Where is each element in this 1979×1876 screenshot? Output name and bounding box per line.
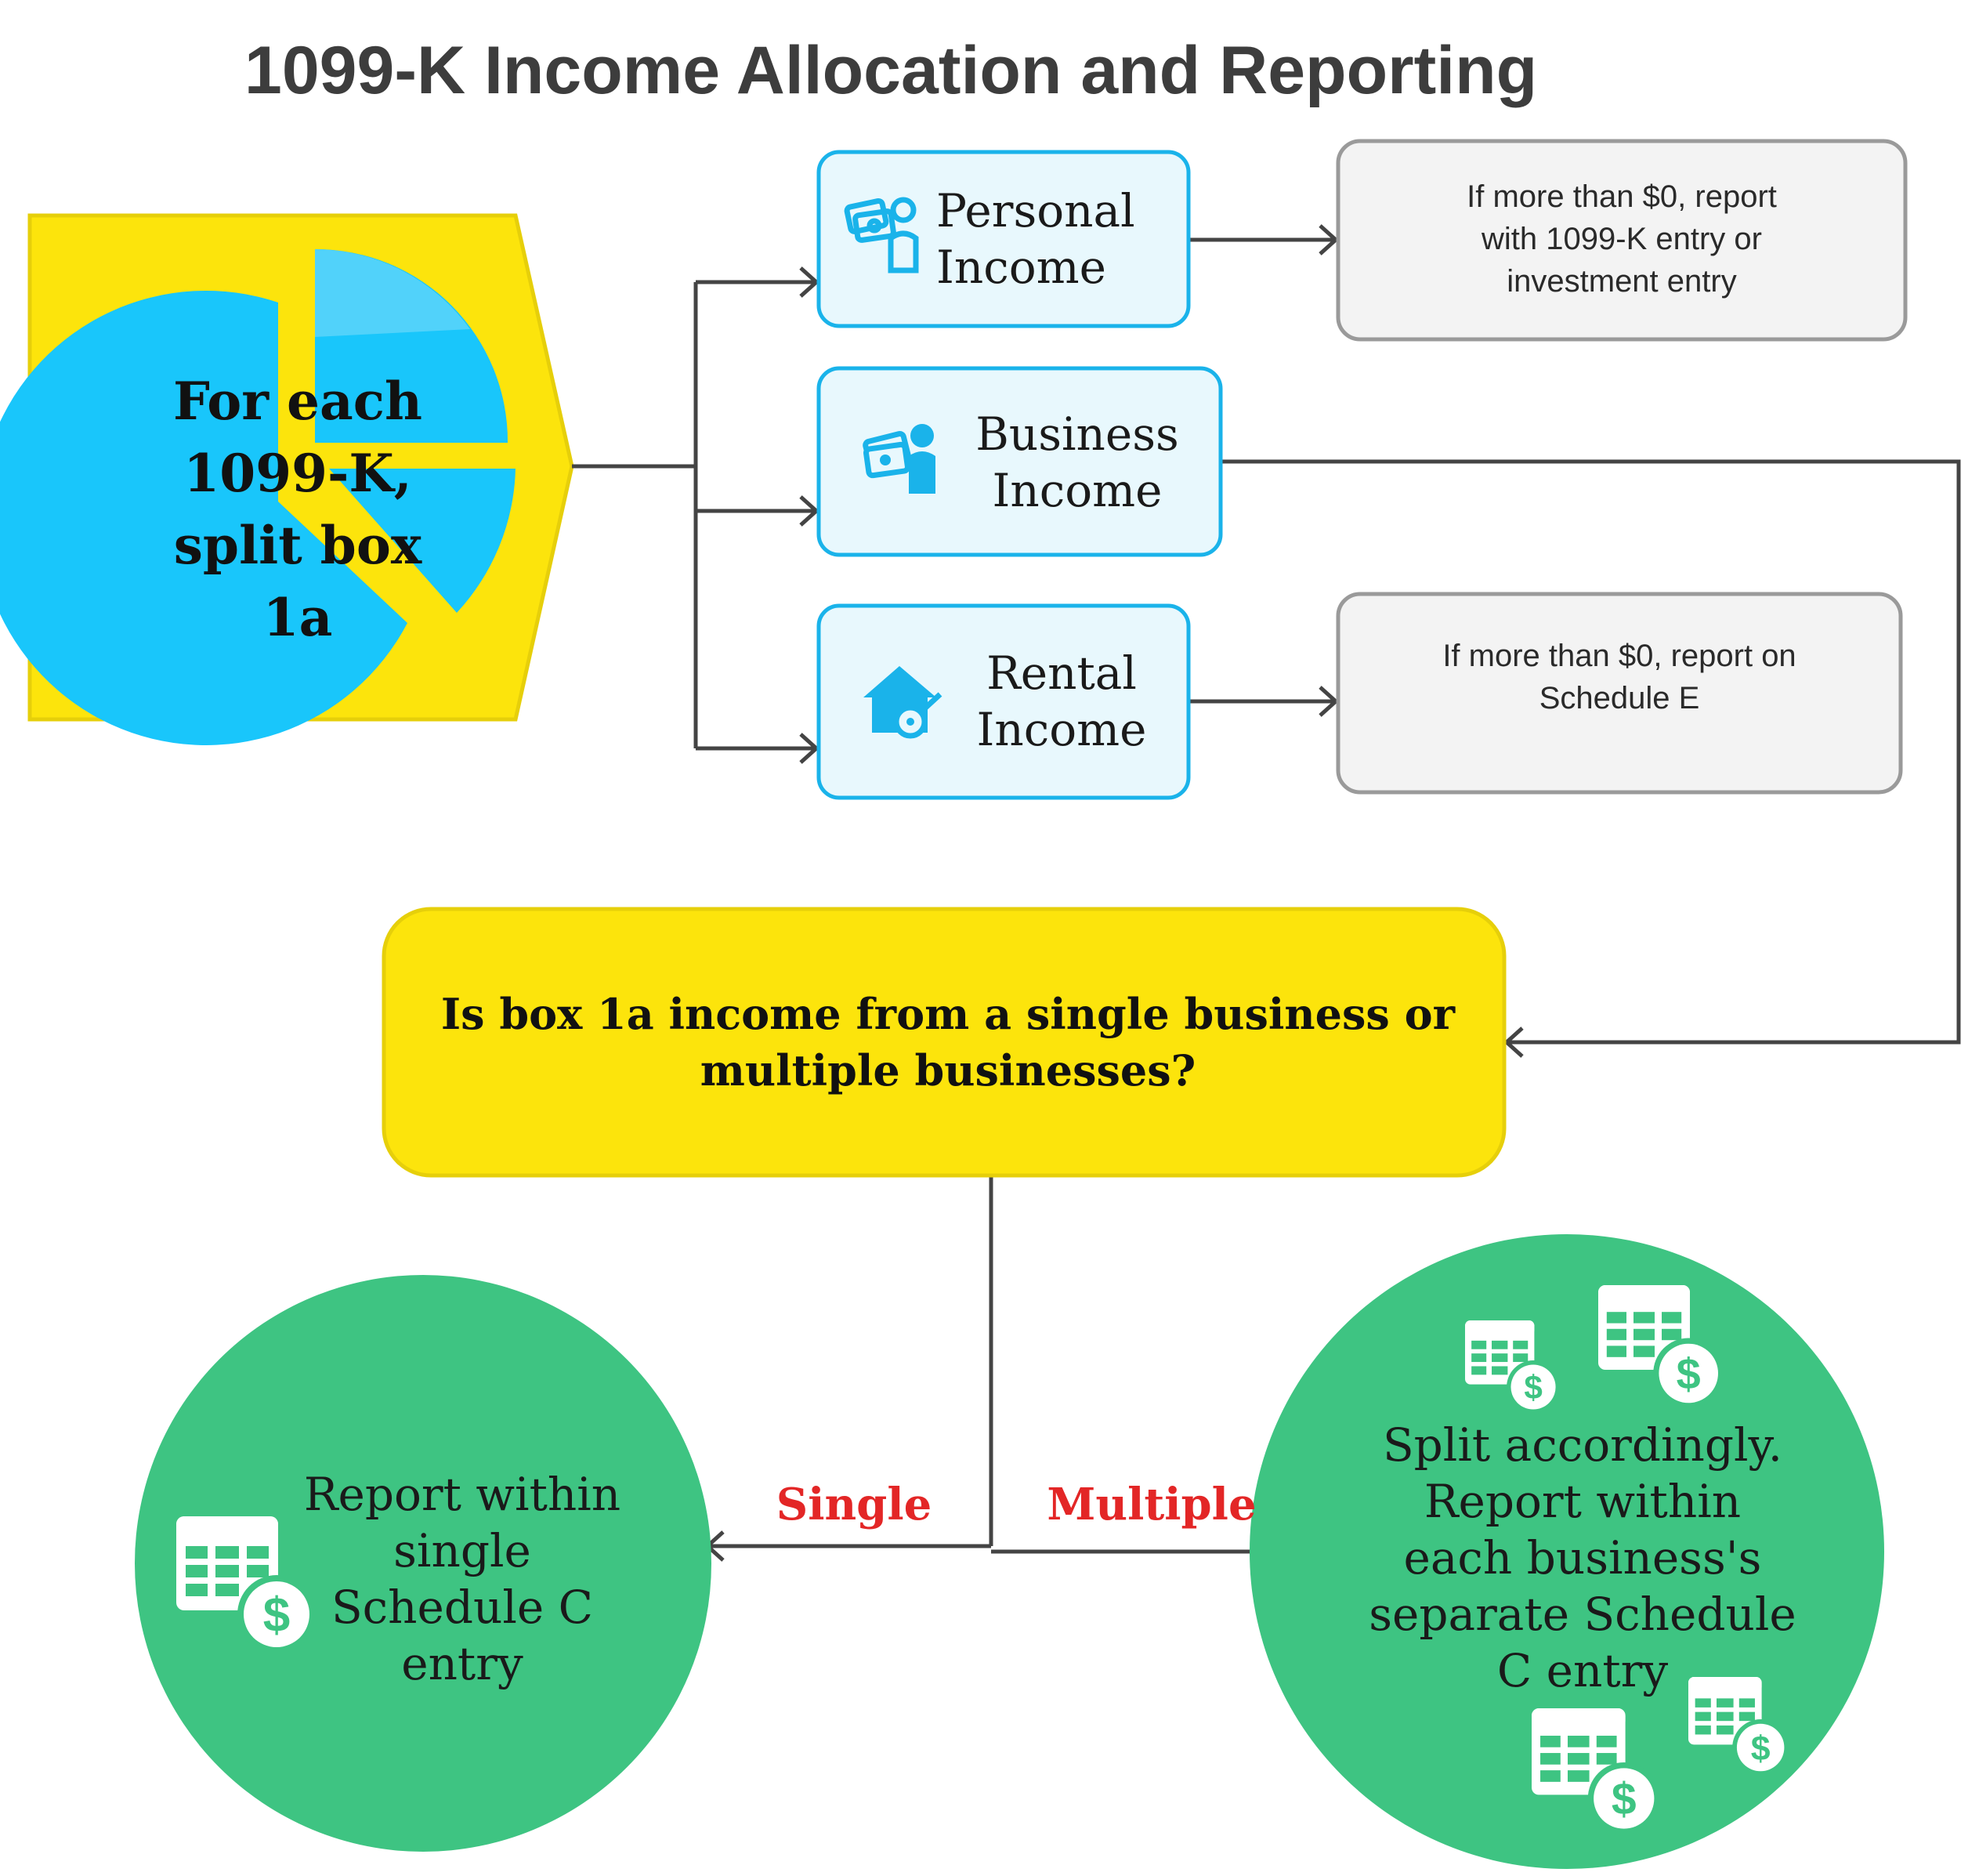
personal-note-line: investment entry: [1507, 264, 1737, 299]
question-label: Is box 1a income from a single business …: [392, 964, 1504, 1121]
single-result-label: Report within single Schedule C entry: [282, 1458, 642, 1700]
single-result-line: single: [393, 1524, 531, 1577]
single-result-circle: [135, 1275, 711, 1852]
rental-note-line: Schedule E: [1539, 681, 1700, 715]
multiple-branch-label: Multiple: [1047, 1479, 1257, 1530]
business-money-icon: [863, 424, 935, 494]
start-connectors: [572, 224, 1961, 1567]
rental-line: Rental: [986, 646, 1137, 700]
start-line: 1099-K,: [183, 443, 412, 504]
personal-line: Income: [936, 241, 1106, 294]
rental-note: If more than $0, report on Schedule E: [1340, 627, 1899, 752]
single-result-line: Report within: [303, 1468, 621, 1521]
multiple-result-line: separate Schedule: [1369, 1587, 1796, 1641]
pie-chart-icon: [0, 248, 516, 745]
business-line: Business: [975, 407, 1179, 461]
personal-note-line: If more than $0, report: [1467, 179, 1777, 214]
multiple-result-label: Split accordingly. Report within each bu…: [1332, 1407, 1833, 1708]
page-title: 1099-K Income Allocation and Reporting: [244, 32, 1538, 108]
question-box: [382, 907, 1507, 1178]
personal-income-card: [816, 150, 1191, 328]
personal-note-line: with 1099-K entry or: [1482, 222, 1762, 256]
multiple-result-line: each business's: [1403, 1530, 1762, 1584]
single-branch-label: Single: [776, 1479, 932, 1530]
single-result-line: Schedule C: [331, 1581, 594, 1634]
personal-note: If more than $0, report with 1099-K entr…: [1340, 157, 1904, 321]
personal-income-label: Personal Income: [936, 180, 1171, 298]
business-income-label: Business Income: [948, 404, 1207, 521]
rental-note-line: If more than $0, report on: [1442, 639, 1796, 673]
single-result-line: entry: [401, 1637, 523, 1690]
rental-income-label: Rental Income: [944, 643, 1179, 760]
personal-line: Personal: [936, 184, 1135, 237]
start-line: 1a: [262, 587, 333, 648]
multiple-result-line: Split accordingly.: [1382, 1418, 1783, 1472]
multiple-result-line: C entry: [1496, 1643, 1669, 1697]
person-money-icon: [844, 197, 919, 273]
personal-note-box: [1336, 139, 1908, 342]
start-line: For each: [173, 371, 422, 432]
business-income-card: [816, 366, 1223, 557]
question-line: multiple businesses?: [700, 1045, 1196, 1096]
house-key-icon: [863, 666, 942, 739]
rental-line: Income: [976, 703, 1147, 756]
question-line: Is box 1a income from a single business …: [440, 989, 1456, 1039]
multiple-result-line: Report within: [1424, 1474, 1742, 1528]
rental-income-card: [816, 603, 1191, 800]
rental-note-box: [1336, 592, 1903, 795]
business-line: Income: [992, 464, 1163, 517]
start-label: For each 1099-K, split box 1a: [133, 353, 462, 666]
start-line: split box: [173, 515, 422, 576]
